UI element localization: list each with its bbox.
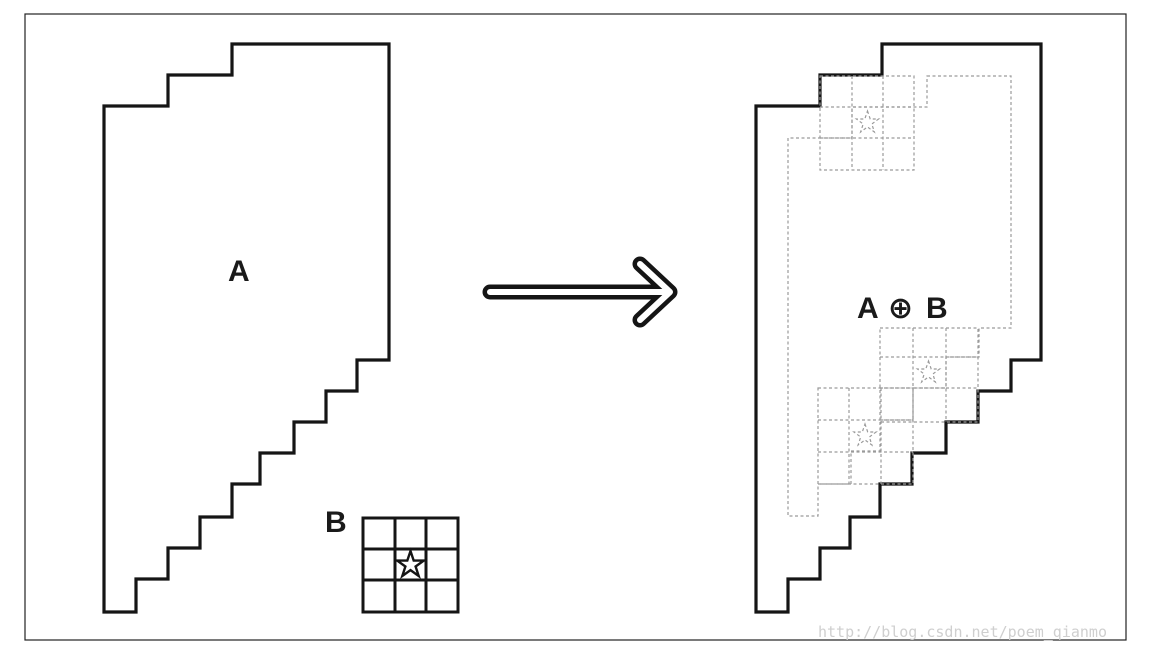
shape-a: A bbox=[102, 42, 391, 614]
original-a-dashed-outline bbox=[787, 75, 1012, 517]
figure-frame bbox=[24, 13, 1127, 641]
origin-star-icon bbox=[393, 547, 428, 580]
label-b: B bbox=[325, 506, 347, 539]
dilation-operator: ⊕ bbox=[888, 292, 913, 325]
transform-arrow-icon bbox=[482, 256, 678, 328]
dilation-label-b: B bbox=[926, 292, 948, 325]
dilated-outline bbox=[754, 42, 1043, 614]
star-icon-top bbox=[854, 109, 881, 134]
star-icon-middle bbox=[915, 359, 942, 384]
label-a: A bbox=[228, 255, 250, 288]
b-copy-top bbox=[819, 75, 915, 171]
dilation-result: A ⊕ B bbox=[754, 42, 1043, 614]
structuring-element-b: B bbox=[325, 506, 460, 614]
dilation-label-a: A bbox=[857, 292, 879, 325]
dilation-label: A ⊕ B bbox=[857, 292, 948, 325]
shape-a-outline bbox=[102, 42, 391, 614]
star-icon-bottom bbox=[852, 422, 878, 447]
b-copy-bottom bbox=[817, 387, 914, 485]
b-copy-middle bbox=[879, 327, 979, 423]
b-grid bbox=[361, 516, 460, 614]
watermark-text: http://blog.csdn.net/poem_qianmo bbox=[818, 623, 1107, 641]
